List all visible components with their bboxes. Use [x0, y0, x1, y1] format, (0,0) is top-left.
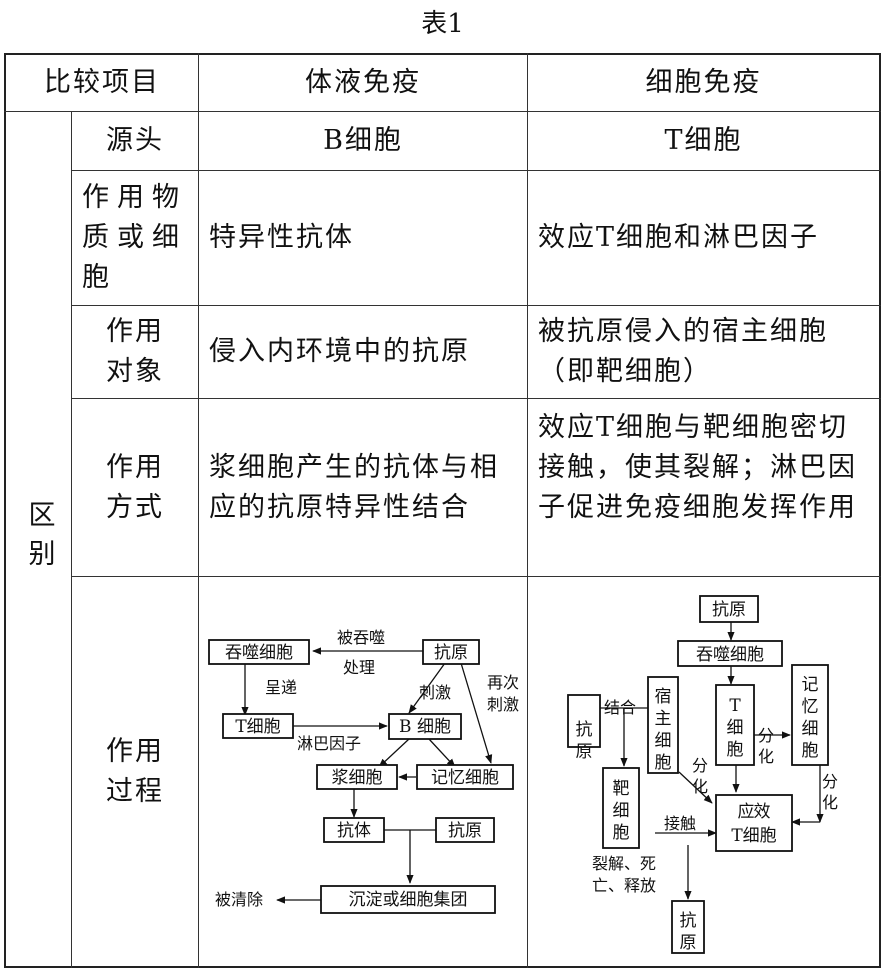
label-stimulate: 刺激 [419, 683, 451, 702]
humoral-node-antigen: 抗原 [422, 639, 480, 665]
label-re-stimulate-2: 刺激 [487, 695, 519, 714]
humoral-target: 侵入内环境中的抗原 [209, 336, 470, 367]
humoral-node-memory: 记忆细胞 [416, 764, 514, 790]
svg-text:宿主细胞: 宿主细胞 [655, 687, 672, 773]
table-border [4, 53, 881, 968]
cellular-node-antigen-left: 抗原 [567, 694, 601, 762]
cellular-node-memory: 记忆细胞 [791, 664, 829, 766]
label-lymphokine: 淋巴因子 [297, 734, 361, 753]
svg-text:吞噬细胞: 吞噬细胞 [696, 645, 764, 665]
label-re-stimulate-1: 再次 [487, 673, 519, 692]
svg-text:抗原: 抗原 [448, 821, 482, 841]
cellular-source: T细胞 [664, 125, 743, 156]
label-cleared: 被清除 [215, 890, 263, 909]
label-phagocytosed: 被吞噬 [337, 628, 385, 647]
svg-text:抗原: 抗原 [576, 720, 593, 762]
svg-text:抗体: 抗体 [337, 821, 371, 841]
cellular-target: 被抗原侵入的宿主细胞（即靶细胞） [538, 316, 828, 387]
group-label: 区别 [6, 112, 71, 966]
svg-text:沉淀或细胞集团: 沉淀或细胞集团 [349, 890, 468, 910]
humoral-node-t-cell: T细胞 [222, 713, 294, 739]
humoral-node-b-cell: B 细胞 [388, 713, 462, 740]
humoral-node-precipitate: 沉淀或细胞集团 [320, 885, 496, 914]
humoral-agent: 特异性抗体 [209, 222, 354, 253]
svg-text:B 细胞: B 细胞 [399, 717, 451, 737]
humoral-node-phagocyte: 吞噬细胞 [208, 639, 310, 665]
cellular-node-antigen-top: 抗原 [699, 595, 759, 623]
label-combine: 结合 [604, 698, 636, 717]
svg-text:T细胞: T细胞 [731, 826, 776, 846]
label-differentiate-3: 分化 [822, 772, 838, 812]
row-label-target: 作用对象 [106, 316, 164, 387]
humoral-source: B细胞 [323, 125, 403, 156]
label-processed: 处理 [343, 658, 375, 677]
cellular-node-effector: 效应 T细胞 [715, 794, 793, 852]
svg-text:抗原: 抗原 [712, 600, 746, 620]
humoral-node-plasma: 浆细胞 [316, 764, 398, 790]
table-title: 表1 [421, 9, 464, 39]
cellular-agent: 效应T细胞和淋巴因子 [538, 222, 820, 253]
header-humoral: 体液免疫 [305, 67, 421, 98]
svg-text:抗原: 抗原 [680, 911, 697, 953]
svg-text:记忆细胞: 记忆细胞 [802, 675, 819, 761]
cellular-node-antigen-bottom: 抗原 [671, 900, 705, 954]
header-cellular: 细胞免疫 [645, 67, 762, 98]
cellular-node-phagocyte: 吞噬细胞 [677, 640, 783, 667]
row-label-process: 作用过程 [106, 735, 164, 807]
label-lysis-2: 亡、释放 [592, 876, 656, 895]
svg-text:浆细胞: 浆细胞 [332, 768, 383, 788]
svg-text:靶细胞: 靶细胞 [613, 779, 630, 843]
label-lysis-1: 裂解、死 [592, 854, 656, 873]
svg-text:吞噬细胞: 吞噬细胞 [225, 643, 293, 663]
svg-text:T细胞: T细胞 [235, 717, 280, 737]
svg-text:T细胞: T细胞 [727, 696, 744, 760]
row-label-agent: 作用物质或细胞 [82, 182, 187, 293]
humoral-process-diagram: 吞噬细胞 抗原 T细胞 B 细胞 浆细胞 记忆细胞 抗体 抗原 沉淀或细胞集团 … [208, 628, 519, 914]
group-label-text: 区别 [23, 500, 55, 578]
label-contact: 接触 [664, 814, 696, 833]
header-item: 比较项目 [44, 67, 160, 98]
label-present: 呈递 [265, 678, 297, 697]
humoral-node-antibody: 抗体 [323, 817, 385, 843]
humoral-mode: 浆细胞产生的抗体与相应的抗原特异性结合 [209, 451, 499, 523]
row-label-mode: 作用方式 [106, 451, 164, 523]
label-differentiate-2: 分化 [692, 756, 708, 796]
humoral-node-antigen2: 抗原 [435, 817, 495, 843]
row-label-source: 源头 [106, 125, 164, 156]
cellular-mode: 效应T细胞与靶细胞密切接触，使其裂解；淋巴因子促进免疫细胞发挥作用 [538, 412, 857, 523]
cellular-node-host-cell: 宿主细胞 [647, 676, 679, 774]
label-differentiate-1: 分化 [758, 726, 774, 766]
svg-text:效应: 效应 [738, 802, 771, 822]
svg-text:记忆细胞: 记忆细胞 [431, 768, 499, 788]
svg-text:抗原: 抗原 [434, 643, 468, 663]
cellular-node-target: 靶细胞 [602, 767, 640, 849]
